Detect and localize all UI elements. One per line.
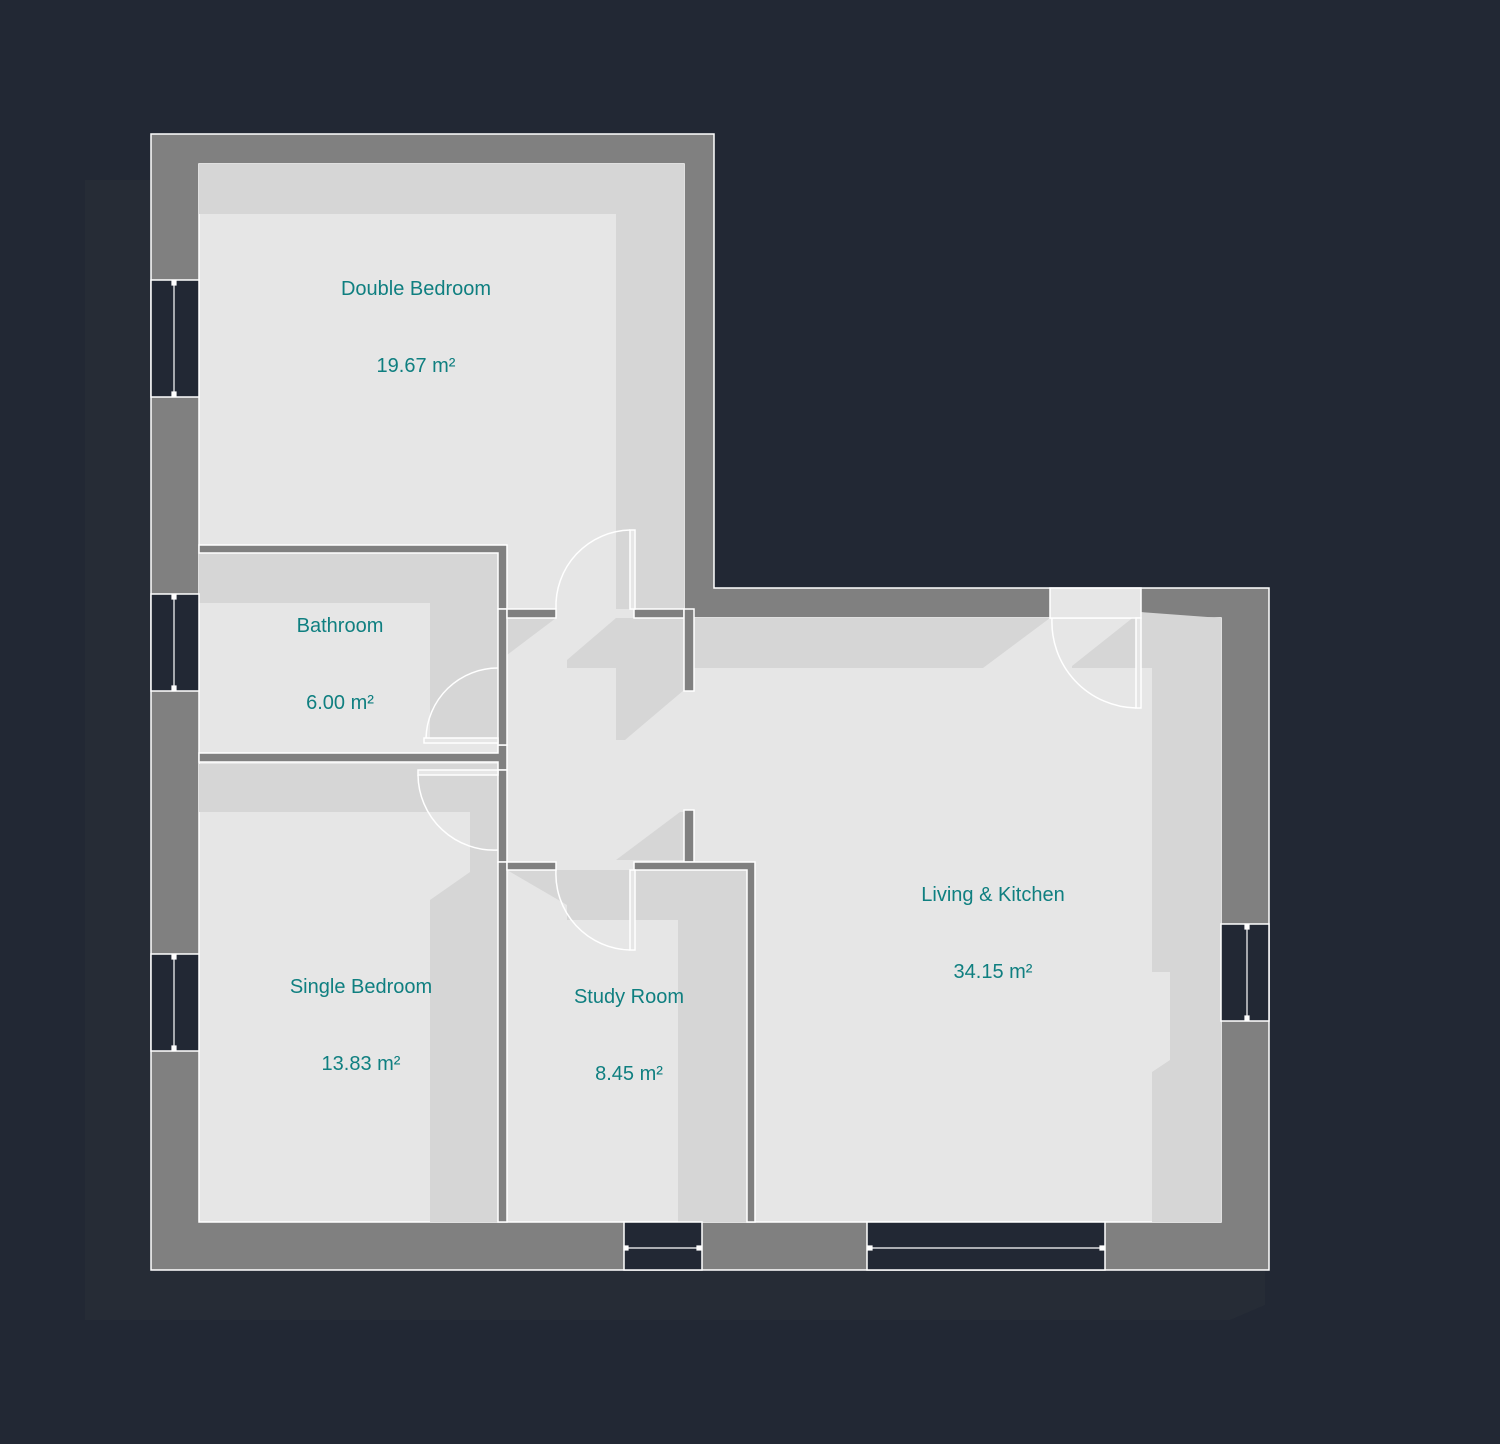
door-single-bedroom bbox=[417, 769, 499, 851]
window-right bbox=[1220, 923, 1270, 1022]
window-double-bedroom bbox=[150, 279, 200, 398]
window-bottom-living bbox=[866, 1221, 1106, 1271]
room-area-double-bedroom: 19.67 m² bbox=[377, 355, 456, 377]
door-study bbox=[555, 869, 636, 951]
room-name-double-bedroom: Double Bedroom bbox=[341, 278, 491, 300]
entrance-opening bbox=[1049, 587, 1142, 619]
room-name-single-bedroom: Single Bedroom bbox=[290, 976, 432, 998]
door-entrance bbox=[1051, 617, 1142, 709]
room-area-living-kitchen: 34.15 m² bbox=[954, 961, 1033, 983]
room-name-bathroom: Bathroom bbox=[297, 615, 384, 637]
door-double-bedroom bbox=[555, 529, 636, 610]
room-name-living-kitchen: Living & Kitchen bbox=[921, 884, 1064, 906]
windows bbox=[150, 279, 1270, 1271]
window-bathroom bbox=[150, 593, 200, 692]
window-bottom-study bbox=[623, 1221, 703, 1271]
doors bbox=[417, 529, 1142, 951]
door-bathroom bbox=[423, 667, 499, 744]
room-area-bathroom: 6.00 m² bbox=[306, 692, 374, 714]
room-area-single-bedroom: 13.83 m² bbox=[322, 1053, 401, 1075]
room-name-study-room: Study Room bbox=[574, 986, 684, 1008]
room-labels: Double Bedroom 19.67 m² Bathroom 6.00 m²… bbox=[290, 278, 1065, 1085]
window-glass-lines bbox=[171, 280, 1250, 1251]
window-single-bedroom bbox=[150, 953, 200, 1052]
interior-walls bbox=[198, 544, 756, 1223]
room-area-study-room: 8.45 m² bbox=[595, 1063, 663, 1085]
